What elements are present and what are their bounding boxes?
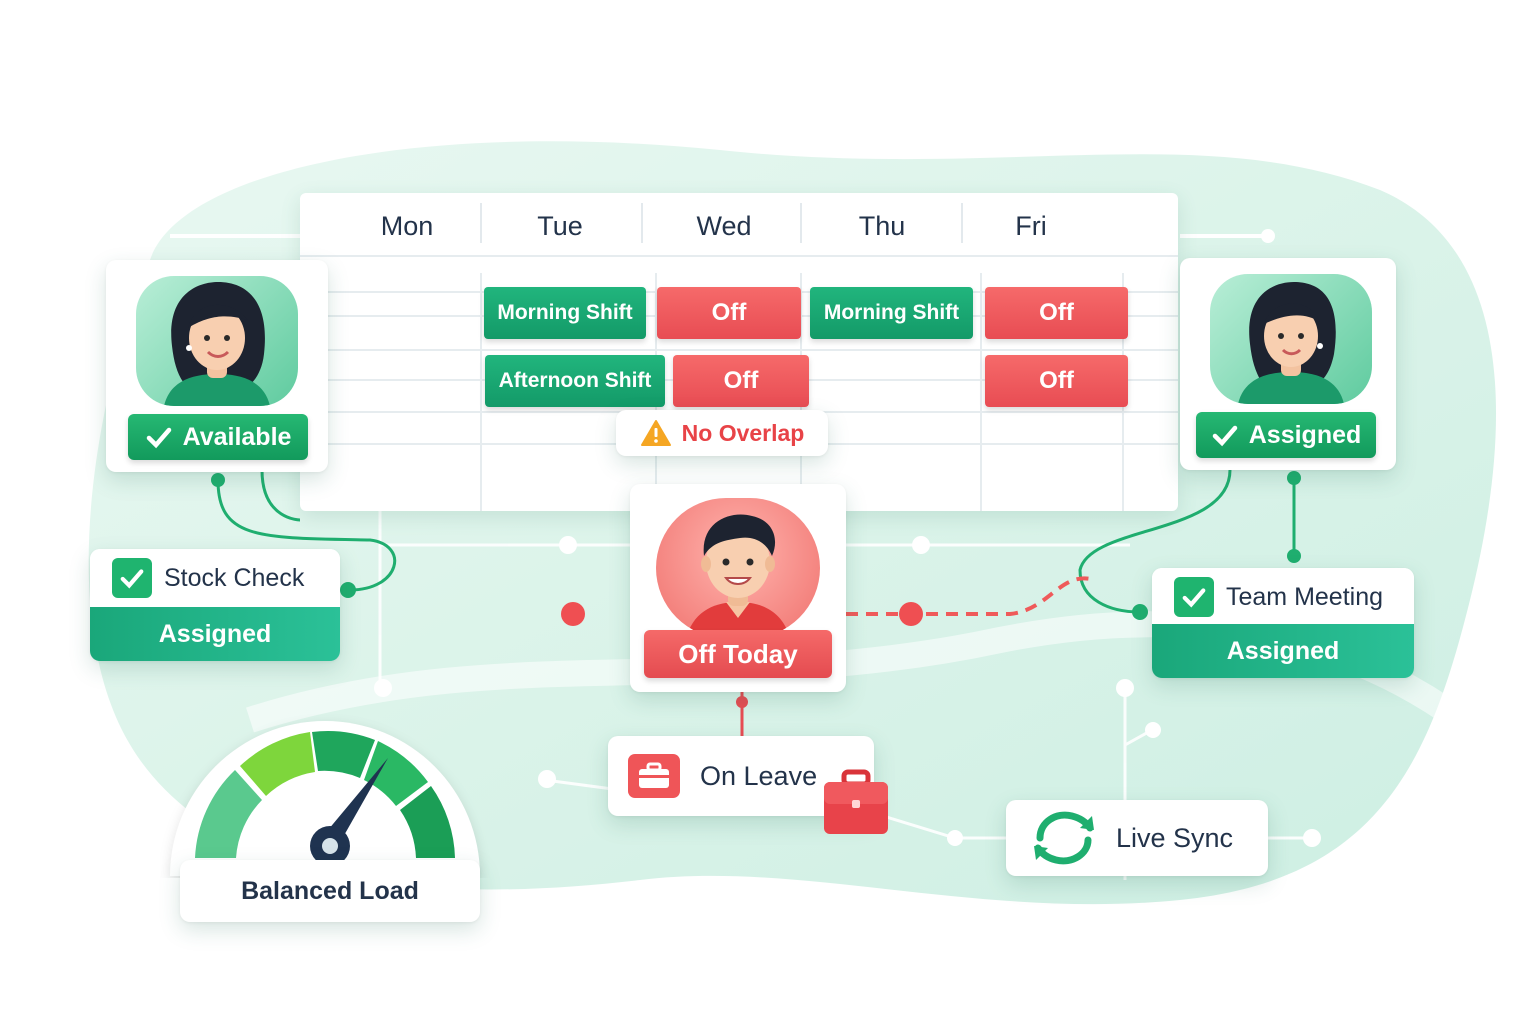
day-separator xyxy=(480,203,482,243)
employee-card-left[interactable]: Available xyxy=(106,260,328,472)
task-title: Team Meeting xyxy=(1226,582,1384,611)
day-separator xyxy=(961,203,963,243)
live-sync-label: Live Sync xyxy=(1116,822,1234,853)
no-overlap-alert: No Overlap xyxy=(616,410,828,456)
avatar xyxy=(1210,274,1372,404)
grid-column-line xyxy=(980,273,982,511)
task-card-stock-check[interactable]: Stock Check Assigned xyxy=(90,549,340,661)
weekly-schedule: Mon Tue Wed Thu Fri Morning Shift Off Mo… xyxy=(300,193,1178,511)
balanced-load-card: Balanced Load xyxy=(180,860,480,922)
gauge-label: Balanced Load xyxy=(241,876,419,905)
sync-icon xyxy=(1034,811,1094,865)
shift-tue-afternoon[interactable]: Afternoon Shift xyxy=(485,355,665,407)
woman-avatar-icon xyxy=(164,282,270,406)
task-status: Assigned xyxy=(90,607,340,661)
task-header: Stock Check xyxy=(90,549,340,607)
check-icon xyxy=(146,427,171,449)
avatar xyxy=(136,276,298,406)
day-label-mon: Mon xyxy=(380,211,434,241)
connector-node xyxy=(1261,229,1275,243)
status-label: Available xyxy=(182,422,292,451)
task-title: Stock Check xyxy=(164,563,305,592)
day-label-fri: Fri xyxy=(1015,211,1047,241)
day-separator xyxy=(800,203,802,243)
day-label-wed: Wed xyxy=(696,211,752,241)
on-leave-card[interactable]: On Leave xyxy=(608,736,874,816)
day-label-thu: Thu xyxy=(858,211,906,241)
man-avatar-icon xyxy=(686,514,790,638)
employee-card-center[interactable]: Off Today xyxy=(630,484,846,692)
shift-wed-off-2[interactable]: Off xyxy=(673,355,809,407)
task-card-team-meeting[interactable]: Team Meeting Assigned xyxy=(1152,568,1414,678)
shift-fri-off-2[interactable]: Off xyxy=(985,355,1128,407)
red-connector-node xyxy=(736,696,748,708)
network-nodes xyxy=(374,536,1321,847)
on-leave-label: On Leave xyxy=(700,760,818,791)
task-header: Team Meeting xyxy=(1152,568,1414,626)
task-status: Assigned xyxy=(1152,624,1414,678)
live-sync-card[interactable]: Live Sync xyxy=(1006,800,1268,876)
woman-avatar-icon xyxy=(1238,282,1344,404)
employee-card-right[interactable]: Assigned xyxy=(1180,258,1396,470)
day-separator xyxy=(641,203,643,243)
warning-icon xyxy=(640,420,671,446)
dashed-link-node xyxy=(561,602,585,626)
check-icon xyxy=(1212,425,1237,447)
status-badge-assigned: Assigned xyxy=(1196,412,1376,458)
briefcase-icon xyxy=(628,754,680,798)
shift-thu-morning[interactable]: Morning Shift xyxy=(810,287,973,339)
shift-tue-morning[interactable]: Morning Shift xyxy=(484,287,646,339)
shift-wed-off[interactable]: Off xyxy=(657,287,801,339)
dashed-link-node xyxy=(899,602,923,626)
briefcase-icon xyxy=(824,769,888,834)
grid-line xyxy=(300,349,1178,351)
checkbox-checked-icon xyxy=(112,558,152,598)
grid-column-line xyxy=(480,273,482,511)
day-label-tue: Tue xyxy=(537,211,583,241)
status-badge-off-today: Off Today xyxy=(644,630,832,678)
checkbox-checked-icon xyxy=(1174,577,1214,617)
dashed-link-right xyxy=(846,576,1096,616)
gauge-icon xyxy=(170,721,480,876)
status-badge-available: Available xyxy=(128,414,308,460)
status-label: Assigned xyxy=(1248,420,1362,449)
avatar xyxy=(656,498,820,638)
shift-fri-off[interactable]: Off xyxy=(985,287,1128,339)
grid-line xyxy=(300,255,1178,257)
no-overlap-label: No Overlap xyxy=(681,419,805,446)
